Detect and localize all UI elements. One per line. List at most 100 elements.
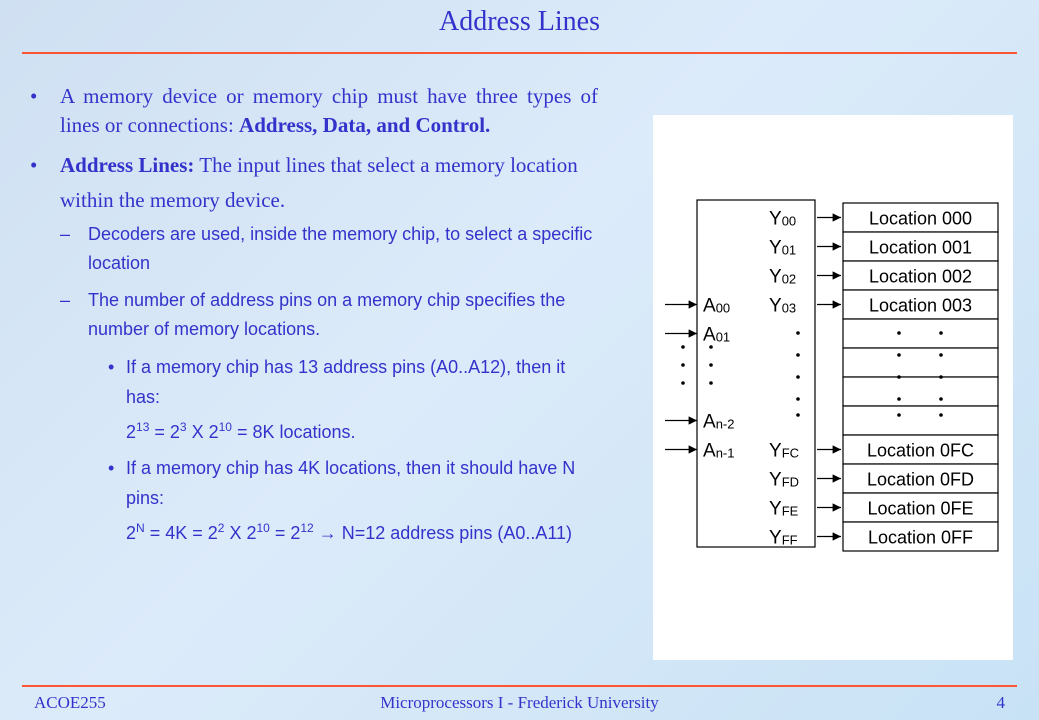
arrow-icon: → [313,523,342,543]
ellipsis-dot [897,353,901,357]
dash-decoders: – Decoders are used, inside the memory c… [60,220,598,278]
location-label: Location 003 [869,296,972,316]
ellipsis-dot [939,353,943,357]
f1-x1: X 2 [186,422,219,442]
decoder-box [696,199,816,548]
page-number: 4 [996,693,1006,712]
bullet-icon: • [108,357,115,377]
top-divider [22,52,1017,54]
bullet-memory-lines: • A memory device or memory chip must ha… [30,82,598,140]
f1-exp1: 13 [136,420,150,434]
output-label: Y01 [769,238,796,259]
footer-title: Microprocessors I - Frederick University [380,693,659,712]
location-cell [842,347,999,378]
ellipsis-dot [796,413,800,417]
dash-icon: – [60,290,71,310]
dash-address-pins: – The number of address pins on a memory… [60,286,598,344]
output-label: Y02 [769,267,796,288]
f2-exp4: 12 [300,521,314,535]
bullet1-bold: Address, Data, and Control. [239,113,491,137]
location-cell [842,405,999,436]
f2-result: N=12 address pins (A0..A11) [341,523,573,543]
ellipsis-dot [939,397,943,401]
f2-base: 2 [126,523,137,543]
formula-8k: 213 = 23 X 210 = 8K locations. [126,412,598,447]
ellipsis-dot [897,375,901,379]
bullet2-label: Address Lines: [60,153,195,177]
ellipsis-dot [796,331,800,335]
location-label: Location 0FD [867,470,974,490]
bullet2-text: The input lines that select a memory loc… [60,153,578,212]
f2-exp2: 2 [217,521,225,535]
f2-x1: X 2 [224,523,257,543]
dash-icon: – [60,224,71,244]
ellipsis-dot [939,413,943,417]
ellipsis-dot [939,375,943,379]
ellipsis-dot [681,345,685,349]
ellipsis-dot [681,381,685,385]
f2-exp3: 10 [256,521,270,535]
slide-title: Address Lines [439,6,600,37]
location-cell [842,376,999,407]
ellipsis-dot [796,375,800,379]
input-label: An-2 [703,412,734,433]
output-label: YFE [769,499,799,520]
sub-bullet-13-pins: • If a memory chip has 13 address pins (… [108,352,598,412]
location-label: Location 000 [869,209,972,229]
f2-eq2: = 2 [269,523,301,543]
location-cell [842,202,999,233]
ellipsis-dot [897,331,901,335]
bullet1-text: A memory device or memory chip must have… [60,84,598,137]
bullet-address-lines: • Address Lines: The input lines that se… [30,148,598,218]
location-label: Location 0FE [867,499,973,519]
footer-course: ACOE255 [34,693,106,712]
location-cell [842,260,999,291]
input-label: A00 [703,296,730,317]
f1-base: 2 [126,422,137,442]
sub1-text: If a memory chip has 13 address pins (A0… [126,357,566,407]
ellipsis-dot [796,397,800,401]
location-cell [842,318,999,349]
ellipsis-dot [897,397,901,401]
f1-eq1: = 2 [149,422,180,442]
output-label: YFF [769,528,798,549]
ellipsis-dot [897,413,901,417]
bullet-icon: • [30,84,38,108]
f1-exp3: 10 [218,420,232,434]
ellipsis-dot [709,381,713,385]
location-cell [842,463,999,494]
bullet-icon: • [30,153,38,177]
formula-n12: 2N = 4K = 22 X 210 = 212 → N=12 address … [126,513,598,548]
output-label: YFC [769,441,799,462]
bottom-divider [22,685,1017,687]
location-cell [842,521,999,552]
ellipsis-dot [709,345,713,349]
dash1-text: Decoders are used, inside the memory chi… [88,224,593,273]
location-label: Location 0FF [868,528,973,548]
sub2-text: If a memory chip has 4K locations, then … [126,458,576,508]
ellipsis-dot [709,363,713,367]
ellipsis-dot [796,353,800,357]
ellipsis-dot [939,331,943,335]
f2-exp1: N [136,521,145,535]
slide-content: • A memory device or memory chip must ha… [30,82,598,554]
input-label: An-1 [703,441,734,462]
f1-result: = 8K locations. [231,422,356,442]
location-cell [842,231,999,262]
input-label: A01 [703,325,730,346]
location-label: Location 0FC [867,441,974,461]
sub-bullet-4k: • If a memory chip has 4K locations, the… [108,453,598,513]
location-label: Location 001 [869,238,972,258]
output-label: Y00 [769,209,796,230]
location-label: Location 002 [869,267,972,287]
bullet-icon: • [108,458,115,478]
output-label: YFD [769,470,799,491]
output-label: Y03 [769,296,796,317]
f1-exp2: 3 [179,420,187,434]
f2-eq1: = 4K = 2 [144,523,218,543]
ellipsis-dot [681,363,685,367]
location-cell [842,434,999,465]
dash2-text: The number of address pins on a memory c… [88,290,566,339]
